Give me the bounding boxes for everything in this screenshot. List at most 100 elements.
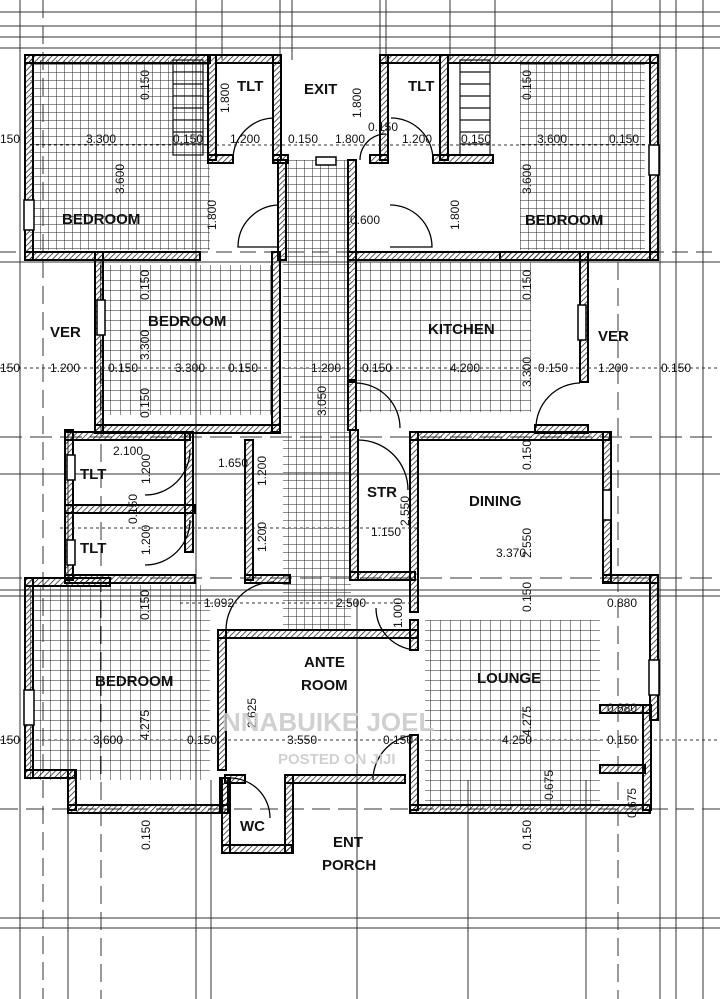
dim-label-v: 1.800 [448, 200, 462, 230]
room-label-ver-right: VER [598, 328, 629, 345]
floor-tiles [30, 60, 645, 810]
dim-label: 0.150 [661, 361, 691, 375]
dim-label: 0.150 [173, 132, 203, 146]
dim-label: 0.150 [228, 361, 258, 375]
dim-label: 0.600 [350, 213, 380, 227]
room-label-porch: PORCH [322, 857, 376, 874]
dim-label-v: 1.800 [218, 83, 232, 113]
dim-label: 0.150 [108, 361, 138, 375]
dim-label: 0.150 [368, 120, 398, 134]
dim-label-v: 0.150 [139, 820, 153, 850]
dim-label: 1.200 [598, 361, 628, 375]
room-label-str: STR [367, 484, 397, 501]
dim-label: 1.200 [50, 361, 80, 375]
dim-label: 1.200 [311, 361, 341, 375]
dim-label-v: 0.150 [520, 70, 534, 100]
dim-label: 1.150 [371, 525, 401, 539]
room-label-ver-left: VER [50, 324, 81, 341]
dim-label-v: 1.200 [255, 456, 269, 486]
dim-label-v: 1.200 [255, 522, 269, 552]
dim-lines [0, 144, 720, 741]
dim-label-v: 2.625 [245, 698, 259, 728]
dim-label-v: 4.275 [520, 706, 534, 736]
room-label-bedroom-tr: BEDROOM [525, 212, 603, 229]
dim-label-v: 2.550 [398, 496, 412, 526]
dim-label: 0.880 [607, 701, 637, 715]
room-label-tlt-4: TLT [80, 540, 106, 557]
dim-label: 3.600 [93, 733, 123, 747]
dim-label: 0.150 [288, 132, 318, 146]
dim-label-v: 3.300 [138, 330, 152, 360]
dim-label-v: 4.275 [138, 710, 152, 740]
dim-label: 0.150 [538, 361, 568, 375]
dim-label-v: 3.050 [315, 386, 329, 416]
dim-label-v: 0.675 [625, 788, 639, 818]
windows [23, 144, 660, 726]
watermark: NNABUIKE JOEL POSTED ON JIJI [222, 707, 434, 768]
dim-label: 2.100 [113, 444, 143, 458]
dim-label-v: 0.150 [520, 820, 534, 850]
dim-label: 0.150 [362, 361, 392, 375]
dim-label: 150 [0, 361, 20, 375]
dim-label-v: 1.200 [139, 525, 153, 555]
dim-label: 2.500 [336, 596, 366, 610]
dim-label-v: 1.000 [391, 598, 405, 628]
dim-label: 1.800 [335, 132, 365, 146]
dim-label: 4.200 [450, 361, 480, 375]
room-label-lounge: LOUNGE [477, 670, 541, 687]
dim-label-v: 0.150 [138, 270, 152, 300]
dim-label-v: 1.800 [350, 88, 364, 118]
room-label-tlt-2: TLT [408, 78, 434, 95]
watermark-posted: POSTED ON JIJI [278, 751, 396, 768]
dim-label: 3.550 [287, 733, 317, 747]
dim-label-v: 0.150 [520, 582, 534, 612]
dim-label: 3.600 [537, 132, 567, 146]
dim-label: 4.250 [502, 733, 532, 747]
dim-label-v: 0.150 [520, 440, 534, 470]
dim-label: 1.650 [218, 456, 248, 470]
door-swings [144, 117, 581, 819]
room-label-bedroom-bl: BEDROOM [95, 673, 173, 690]
dim-label-v: 0.150 [138, 70, 152, 100]
watermark-name: NNABUIKE JOEL [222, 707, 434, 737]
room-label-ante: ANTE [304, 654, 345, 671]
dim-label: 0.150 [461, 132, 491, 146]
room-label-ent: ENT [333, 834, 363, 851]
dim-label-v: 0.150 [520, 270, 534, 300]
dim-label-v: 1.800 [205, 200, 219, 230]
dim-label: 0.150 [607, 733, 637, 747]
dim-label-v: 3.600 [520, 164, 534, 194]
dim-label: 1.200 [402, 132, 432, 146]
dim-label: 3.300 [86, 132, 116, 146]
dim-label: 0.150 [383, 733, 413, 747]
dim-label: 0.150 [187, 733, 217, 747]
dim-label: 0.880 [607, 596, 637, 610]
walls [24, 54, 659, 854]
room-label-bedroom-tl: BEDROOM [62, 211, 140, 228]
room-label-tlt-3: TLT [80, 466, 106, 483]
dim-label-v: 0.150 [138, 388, 152, 418]
dim-label-v: 3.300 [520, 357, 534, 387]
dim-label-v: 3.600 [113, 164, 127, 194]
room-label-room: ROOM [301, 677, 348, 694]
dim-label: 3.370 [496, 546, 526, 560]
room-label-tlt-1: TLT [237, 78, 263, 95]
dim-label: 0.150 [609, 132, 639, 146]
dim-label-v: 2.550 [520, 528, 534, 558]
dim-label-v: 0.150 [138, 590, 152, 620]
dim-label: 3.300 [175, 361, 205, 375]
dimension-labels: 150 3.300 0.150 1.200 0.150 1.800 0.150 … [0, 70, 691, 850]
room-labels: BEDROOM TLT EXIT TLT BEDROOM VER BEDROOM… [50, 78, 629, 874]
room-label-dining: DINING [469, 493, 522, 510]
dim-label: 150 [0, 132, 20, 146]
dim-label: 1.200 [230, 132, 260, 146]
room-label-wc: WC [240, 818, 265, 835]
room-label-exit: EXIT [304, 81, 337, 98]
room-label-kitchen: KITCHEN [428, 321, 495, 338]
dim-label: 150 [0, 733, 20, 747]
dim-label: 1.092 [204, 596, 234, 610]
room-label-bedroom-mid: BEDROOM [148, 313, 226, 330]
dim-label-v: 0.675 [542, 770, 556, 800]
dim-label-v: 0.150 [126, 494, 140, 524]
